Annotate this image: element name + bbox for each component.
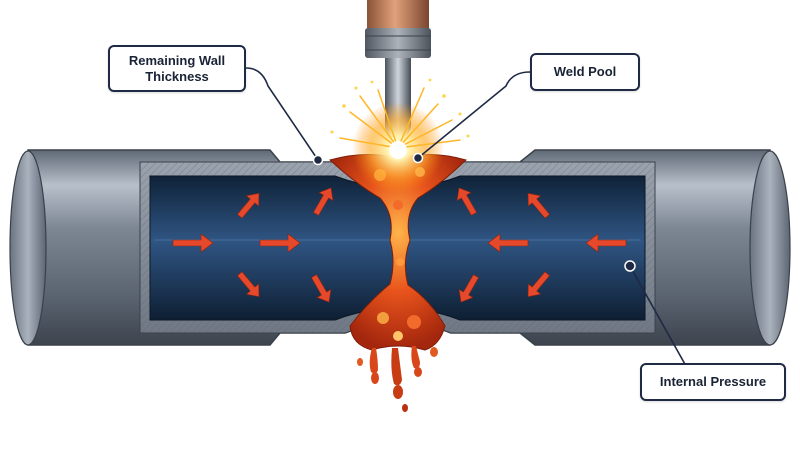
marker-remaining-wall (312, 154, 324, 166)
callout-label: Weld Pool (553, 64, 617, 79)
pressure-arrow-icon (310, 274, 332, 303)
internal-pressure-callout: Internal Pressure (640, 363, 786, 401)
pressure-arrow-icon (236, 192, 260, 219)
spark-icon (330, 78, 470, 194)
leader-remaining-wall (245, 67, 319, 161)
marker-internal-pressure (624, 260, 636, 272)
pressure-arrow-icon (585, 233, 627, 253)
callout-label-line2: Thickness (145, 68, 209, 84)
remaining-wall-thickness-callout: Remaining Wall Thickness (108, 45, 246, 92)
marker-weld-pool (412, 152, 424, 164)
pressure-arrow-icon (487, 233, 529, 253)
callout-label: Internal Pressure (659, 374, 767, 389)
pressure-arrow-icon (458, 274, 480, 303)
pressure-arrow-icon (527, 192, 551, 219)
pressure-arrows (172, 187, 627, 303)
pressure-arrow-icon (456, 187, 478, 216)
callout-label-line1: Remaining Wall (128, 52, 226, 68)
pressure-arrow-icon (172, 233, 214, 253)
pressure-arrow-icon (527, 271, 551, 298)
callout-leaders (245, 67, 687, 367)
leader-weld-pool (417, 71, 531, 159)
pressure-arrow-icon (236, 271, 260, 298)
weld-pool-callout: Weld Pool (530, 53, 640, 91)
pressure-arrow-icon (259, 233, 301, 253)
pressure-arrow-icon (312, 187, 334, 216)
leader-internal-pressure (629, 265, 687, 367)
